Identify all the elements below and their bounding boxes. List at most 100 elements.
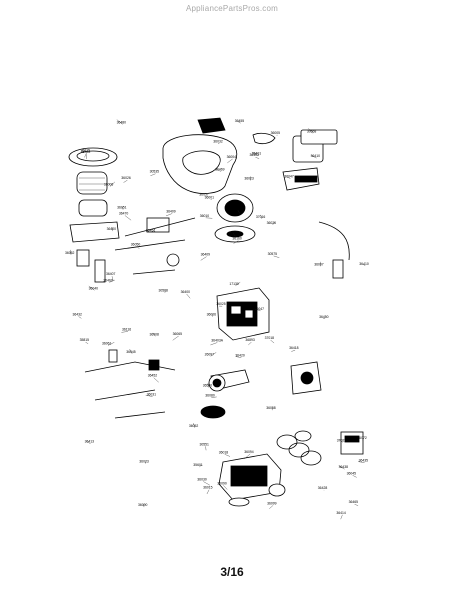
part-number-label: 36455 (235, 119, 245, 123)
part-number-label: 30535 (150, 170, 160, 174)
part-number-label: 36028 (81, 150, 91, 154)
part-number-label: 36052 (189, 424, 199, 428)
part-number-label: 36432 (73, 312, 83, 316)
leader-line (129, 348, 133, 354)
leader-line (224, 454, 231, 457)
leader-line (205, 217, 213, 219)
leader-line (251, 151, 258, 156)
leader-line (207, 383, 209, 388)
crankshaft (200, 369, 250, 419)
leader-line (291, 350, 296, 352)
part-number-label: 37018 (265, 336, 275, 340)
leader-line (238, 121, 241, 124)
part-number-label: 36403 (250, 153, 260, 157)
leader-line (203, 481, 210, 486)
leader-line (124, 215, 132, 221)
part-number-label: 36470 (119, 212, 129, 216)
part-number-label: 30568 (307, 129, 317, 133)
leader-line (237, 210, 240, 214)
part-number-label: 36031 (147, 393, 157, 397)
leader-line (107, 342, 115, 346)
part-number-label: 36469 (215, 168, 225, 172)
part-number-label: 36480 (117, 120, 127, 124)
part-number-label: 36047 (255, 307, 265, 311)
part-number-label: 36061 (102, 341, 112, 345)
leader-line (273, 255, 280, 258)
leader-line (310, 155, 317, 159)
part-number-label: 36005 (271, 131, 281, 135)
leader-line (136, 246, 140, 249)
leader-line (109, 279, 115, 283)
watermark: AppliancePartsPros.com (186, 4, 278, 13)
part-number-label: 36460 (103, 278, 113, 282)
part-number-label: 30575 (268, 252, 278, 256)
part-number-label: 36414 (336, 511, 346, 515)
part-number-label: 36057 (199, 193, 209, 197)
leader-line (151, 228, 156, 233)
part-number-label: 36452 (148, 374, 158, 378)
leader-line (84, 152, 87, 158)
cylinder-head (290, 221, 350, 395)
blower-housing (162, 117, 276, 194)
part-number-label: 35601 (193, 463, 203, 467)
leader-line (111, 276, 114, 281)
leader-line (153, 377, 159, 383)
leader-line (164, 291, 166, 293)
part-number-label: 36400 (181, 290, 191, 294)
part-number-label: 36500 (203, 383, 213, 387)
part-number-label: 36451 (146, 228, 156, 232)
part-number-label: 36410 (311, 154, 321, 158)
part-number-label: 36018 (219, 450, 229, 454)
leader-line (109, 181, 116, 187)
leader-line (223, 485, 228, 490)
crankcase-sump (218, 453, 286, 507)
leader-line (255, 157, 260, 159)
leader-line (78, 316, 82, 319)
part-number-label: 36094 (244, 450, 254, 454)
leader-line (322, 317, 326, 319)
part-number-label: 37016 (256, 215, 266, 219)
leader-line (338, 465, 345, 470)
part-number-label: 26097 (205, 352, 215, 356)
part-number-label: 36413 (85, 440, 95, 444)
part-number-label: 36400 (107, 227, 117, 231)
leader-line (210, 352, 217, 357)
part-number-label: 36008 (150, 332, 160, 336)
piston-rings (276, 430, 364, 466)
leader-line (145, 460, 147, 464)
part-number-label: 36050 (131, 242, 141, 246)
leader-line (232, 233, 236, 237)
muffler (282, 129, 338, 191)
leader-line (210, 342, 218, 346)
leader-line (116, 119, 123, 125)
part-number-label: 36428 (318, 486, 328, 490)
leader-line (215, 168, 222, 172)
part-number-label: 36045 (126, 350, 136, 354)
part-number-label: 36403A (211, 339, 223, 343)
part-number-label: 36072 (357, 436, 367, 440)
leader-line (86, 441, 91, 444)
leader-line (272, 221, 276, 226)
governor-linkage (84, 349, 176, 419)
leader-line (204, 195, 206, 197)
cylinder-block (216, 287, 270, 341)
part-number-label: 36026 (121, 176, 131, 180)
leader-line (152, 332, 156, 337)
part-number-label: 36407 (106, 272, 116, 276)
leader-line (121, 331, 129, 333)
part-number-label: 37200 (229, 232, 239, 236)
part-number-label: 36023 (139, 460, 149, 464)
part-number-label: 30551 (200, 442, 210, 446)
part-number-label: 36090 (217, 481, 227, 485)
leader-line (269, 505, 274, 509)
part-number-label: 36465 (349, 500, 359, 504)
leader-line (199, 464, 202, 468)
part-number-label: 36006 (207, 313, 217, 317)
part-number-label: 36099 (267, 501, 277, 505)
part-number-label: 36058 (266, 406, 276, 410)
leader-line (270, 339, 275, 344)
part-number-label: 36015 (81, 149, 91, 153)
part-number-label: 36047 (284, 175, 294, 179)
leader-line (354, 504, 359, 506)
